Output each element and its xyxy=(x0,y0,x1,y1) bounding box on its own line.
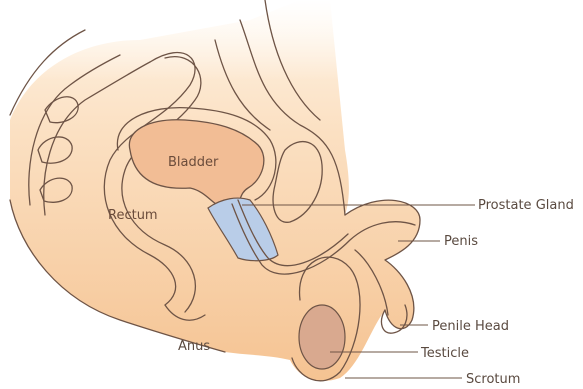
penile-head-label: Penile Head xyxy=(432,319,509,334)
scrotum-label: Scrotum xyxy=(466,372,520,387)
testicle-label: Testicle xyxy=(420,346,469,361)
penis-label: Penis xyxy=(444,234,478,249)
prostate-gland-label: Prostate Gland xyxy=(478,198,574,213)
anus-label: Anus xyxy=(178,339,210,354)
testicle-shape xyxy=(299,305,345,369)
rectum-label: Rectum xyxy=(108,208,158,223)
bladder-label: Bladder xyxy=(168,155,219,170)
